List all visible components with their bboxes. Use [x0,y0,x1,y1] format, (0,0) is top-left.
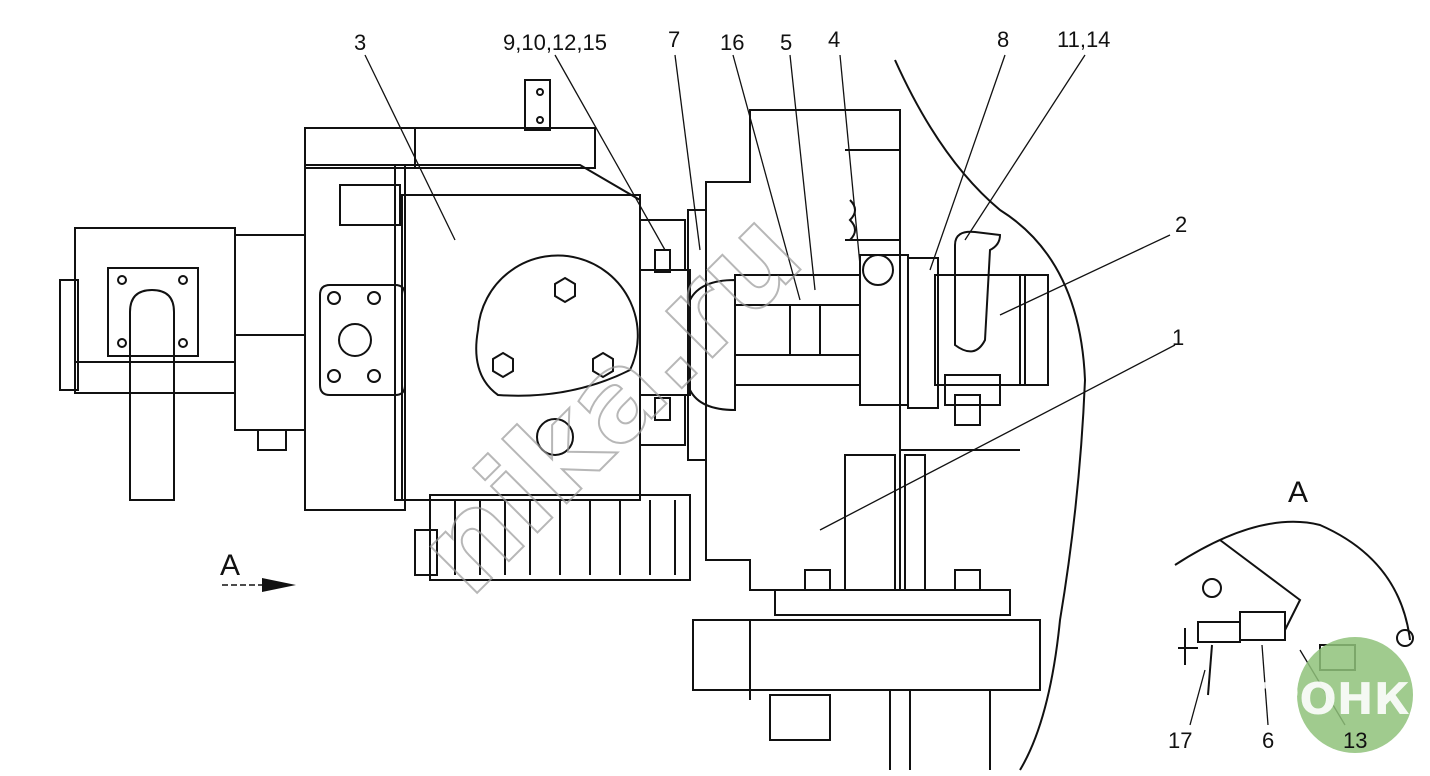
engine-plate [804,59,1087,771]
callout-13: 13 [1343,728,1367,753]
hydraulic-pump-left [59,227,236,501]
bottom-mount [692,589,1041,770]
agronka-logo: АГРОНКА [1205,637,1430,753]
callout-labels: 3 9,10,12,15 7 16 5 4 8 11,14 2 1 17 6 1… [220,27,1367,753]
callout-2: 2 [1175,212,1187,237]
callout-6: 6 [1262,728,1274,753]
leader-lines [364,54,1346,726]
watermark: nika.ru [391,184,829,622]
logo-circle [1297,637,1413,753]
callout-16: 16 [720,30,744,55]
watermark-text: nika.ru [392,185,828,621]
callout-8: 8 [997,27,1009,52]
finned-pulley [414,494,691,581]
pipe-connector [907,230,1049,426]
callout-3: 3 [354,30,366,55]
callout-7: 7 [668,27,680,52]
callout-17: 17 [1168,728,1192,753]
drawing-linework [59,59,1087,771]
callout-1: 1 [1172,325,1184,350]
round-flange [475,254,639,456]
callout-11-14: 11,14 [1057,27,1110,52]
view-direction-arrow [222,578,296,592]
callout-9-10-12-15: 9,10,12,15 [503,30,607,55]
callout-5: 5 [780,30,792,55]
intermediate-housing [234,234,306,451]
view-arrow-letter: A [220,549,240,582]
detail-view-letter: A [1288,476,1308,509]
logo-text: АГРОНКА [1205,674,1430,725]
callout-4: 4 [828,27,840,52]
